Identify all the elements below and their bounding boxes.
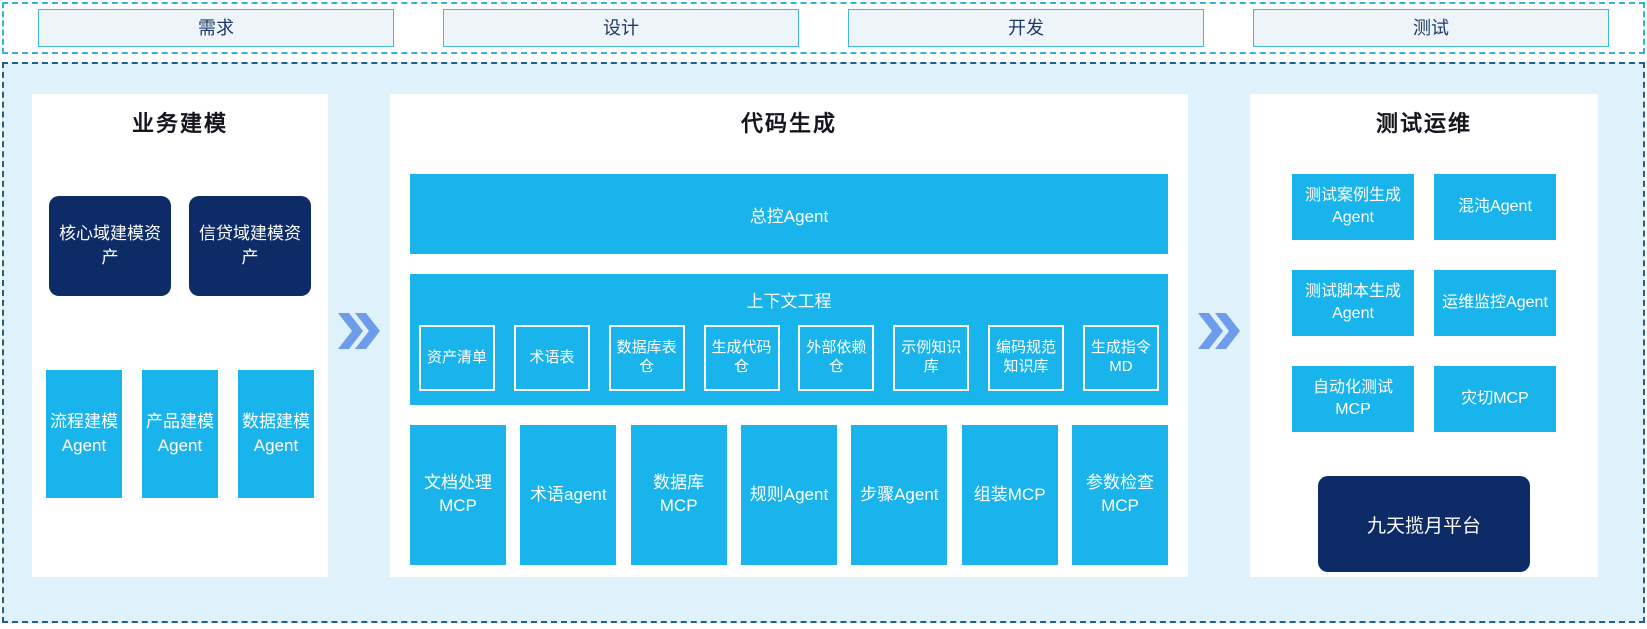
phase-box-development: 开发 [848, 9, 1204, 47]
box-process-modeling-agent: 流程建模Agent [46, 370, 122, 498]
box-asset-list: 资产清单 [419, 325, 495, 391]
box-data-modeling-agent: 数据建模Agent [238, 370, 314, 498]
context-engineering-title: 上下文工程 [746, 292, 832, 311]
context-engineering-group: 上下文工程 资产清单 术语表 数据库表仓 生成代码仓 外部依赖仓 示例知识库 编… [410, 274, 1168, 405]
box-test-script-generation-agent: 测试脚本生成Agent [1292, 270, 1414, 336]
panel-title-code-generation: 代码生成 [740, 111, 837, 136]
box-document-processing-mcp: 文档处理MCP [410, 425, 506, 565]
panel-test-ops: 测试运维 测试案例生成Agent 混沌Agent 测试脚本生成Agent 运维监… [1250, 94, 1598, 577]
box-step-agent: 步骤Agent [851, 425, 948, 565]
box-example-knowledge-base: 示例知识库 [893, 325, 970, 391]
panel-business-modeling: 业务建模 核心域建模资产 信贷域建模资产 流程建模Agent 产品建模Agent… [32, 94, 328, 577]
test-ops-grid: 测试案例生成Agent 混沌Agent 测试脚本生成Agent 运维监控Agen… [1250, 174, 1598, 432]
box-generated-code-repo: 生成代码仓 [703, 325, 780, 391]
architecture-container: 业务建模 核心域建模资产 信贷域建模资产 流程建模Agent 产品建模Agent… [2, 62, 1645, 623]
box-rule-agent: 规则Agent [740, 425, 837, 565]
box-chaos-agent: 混沌Agent [1434, 174, 1556, 240]
box-external-dependency-repo: 外部依赖仓 [798, 325, 875, 391]
modeling-agent-row: 流程建模Agent 产品建模Agent 数据建模Agent [32, 370, 328, 498]
box-jiutian-lanyue-platform: 九天揽月平台 [1318, 476, 1530, 572]
box-test-case-generation-agent: 测试案例生成Agent [1292, 174, 1414, 240]
panel-title-business-modeling: 业务建模 [131, 111, 228, 136]
box-parameter-check-mcp: 参数检查MCP [1071, 425, 1168, 565]
box-generation-instruction-md: 生成指令MD [1082, 325, 1159, 391]
box-disaster-switch-mcp: 灾切MCP [1434, 366, 1556, 432]
panel-code-generation: 代码生成 总控Agent 上下文工程 资产清单 术语表 数据库表仓 生成代码仓 … [390, 94, 1188, 577]
phase-box-design: 设计 [443, 9, 799, 47]
double-chevron-right-icon [1198, 313, 1240, 349]
box-ops-monitoring-agent: 运维监控Agent [1434, 270, 1556, 336]
box-database-table-repo: 数据库表仓 [608, 325, 685, 391]
double-chevron-right-icon [338, 313, 380, 349]
phase-box-testing: 测试 [1253, 9, 1609, 47]
box-coding-standard-knowledge-base: 编码规范知识库 [988, 325, 1065, 391]
context-engineering-items: 资产清单 术语表 数据库表仓 生成代码仓 外部依赖仓 示例知识库 编码规范知识库… [419, 325, 1159, 391]
box-glossary-agent: 术语agent [520, 425, 617, 565]
box-automated-testing-mcp: 自动化测试MCP [1292, 366, 1414, 432]
code-generation-tools-row: 文档处理MCP 术语agent 数据库MCP 规则Agent 步骤Agent 组… [410, 425, 1168, 565]
box-product-modeling-agent: 产品建模Agent [142, 370, 218, 498]
modeling-asset-row: 核心域建模资产 信贷域建模资产 [32, 196, 328, 296]
box-master-control-agent: 总控Agent [410, 174, 1168, 254]
phase-box-requirements: 需求 [38, 9, 394, 47]
box-credit-domain-modeling-assets: 信贷域建模资产 [189, 196, 311, 296]
flow-arrow-left [328, 94, 390, 577]
box-database-mcp: 数据库MCP [630, 425, 727, 565]
panel-title-test-ops: 测试运维 [1375, 111, 1472, 136]
box-glossary: 术语表 [513, 325, 590, 391]
phase-bar: 需求 设计 开发 测试 [2, 2, 1645, 54]
box-assembly-mcp: 组装MCP [961, 425, 1058, 565]
box-core-domain-modeling-assets: 核心域建模资产 [49, 196, 171, 296]
flow-arrow-right [1188, 94, 1250, 577]
